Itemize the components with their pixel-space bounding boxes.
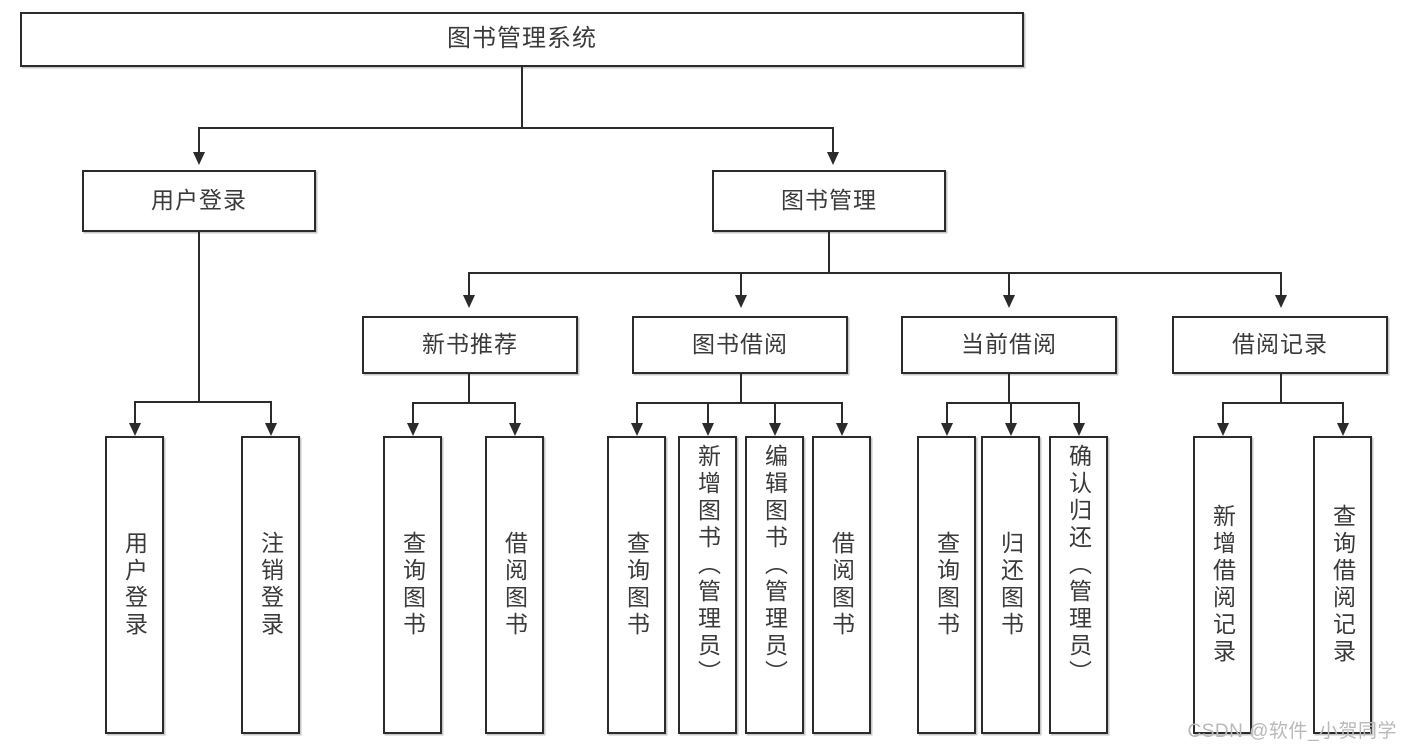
csdn-watermark: CSDN @软件_小贺同学 xyxy=(1187,721,1397,742)
connector-level2-bus xyxy=(198,127,834,129)
arrowhead-bb-leaf-4 xyxy=(836,423,848,436)
connector-drop-br-leaf-2 xyxy=(1342,402,1344,426)
connector-book-borrow-stem xyxy=(740,374,742,402)
connector-user-login-bus xyxy=(134,401,270,403)
arrowhead-book-borrow xyxy=(735,295,747,308)
arrowhead-leaf-logout xyxy=(265,423,277,436)
connector-root-stem xyxy=(521,67,523,127)
node-label: 新增图书（管理员） xyxy=(694,444,721,687)
node-borrow-record[interactable]: 借阅记录 xyxy=(1172,316,1388,374)
arrowhead-cb-leaf-2 xyxy=(1005,423,1017,436)
connector-drop-user-login xyxy=(198,127,200,155)
node-book-borrow[interactable]: 图书借阅 xyxy=(632,316,848,374)
arrowhead-bb-leaf-1 xyxy=(631,423,643,436)
arrowhead-user-login xyxy=(193,152,205,165)
leaf-cb-return-book[interactable]: 归还图书 xyxy=(981,436,1040,734)
node-label: 查询图书 xyxy=(399,531,426,639)
node-label: 图书管理 xyxy=(781,187,877,214)
connector-book-borrow-bus xyxy=(636,402,841,404)
node-label: 当前借阅 xyxy=(961,331,1057,358)
leaf-nb-query-book[interactable]: 查询图书 xyxy=(383,436,442,734)
connector-drop-book-borrow xyxy=(740,272,742,298)
connector-drop-borrow-record xyxy=(1280,272,1282,298)
leaf-nb-borrow-book[interactable]: 借阅图书 xyxy=(485,436,544,734)
node-label: 查询图书 xyxy=(933,531,960,639)
connector-drop-nb-leaf-1 xyxy=(412,402,414,426)
leaf-user-login[interactable]: 用户登录 xyxy=(105,436,164,734)
connector-user-login-stem xyxy=(198,232,200,401)
leaf-cb-query-book[interactable]: 查询图书 xyxy=(917,436,976,734)
leaf-cb-confirm-return-admin[interactable]: 确认归还（管理员） xyxy=(1049,436,1108,734)
connector-drop-bb-leaf-1 xyxy=(636,402,638,426)
connector-drop-bb-leaf-2 xyxy=(707,402,709,426)
leaf-bb-borrow-book[interactable]: 借阅图书 xyxy=(812,436,871,734)
arrowhead-br-leaf-2 xyxy=(1337,423,1349,436)
connector-level3-bus xyxy=(468,272,1280,274)
connector-drop-cb-leaf-1 xyxy=(946,402,948,426)
leaf-br-query-record[interactable]: 查询借阅记录 xyxy=(1313,436,1372,734)
connector-drop-cb-leaf-2 xyxy=(1010,402,1012,426)
connector-drop-nb-leaf-2 xyxy=(514,402,516,426)
node-current-borrow[interactable]: 当前借阅 xyxy=(901,316,1117,374)
arrowhead-bb-leaf-2 xyxy=(702,423,714,436)
leaf-bb-query-book[interactable]: 查询图书 xyxy=(607,436,666,734)
arrowhead-current-borrow xyxy=(1003,295,1015,308)
connector-borrow-record-stem xyxy=(1280,374,1282,402)
arrowhead-leaf-user-login xyxy=(129,423,141,436)
node-label: 借阅记录 xyxy=(1232,331,1328,358)
node-label: 查询借阅记录 xyxy=(1329,504,1356,666)
arrowhead-cb-leaf-3 xyxy=(1073,423,1085,436)
connector-drop-cb-leaf-3 xyxy=(1078,402,1080,426)
node-label: 图书管理系统 xyxy=(447,25,597,53)
node-label: 查询图书 xyxy=(623,531,650,639)
node-label: 用户登录 xyxy=(151,187,247,214)
leaf-bb-edit-book-admin[interactable]: 编辑图书（管理员） xyxy=(745,436,804,734)
node-label: 借阅图书 xyxy=(501,531,528,639)
connector-drop-leaf-user-login xyxy=(134,401,136,427)
arrowhead-bb-leaf-3 xyxy=(769,423,781,436)
arrowhead-br-leaf-1 xyxy=(1217,423,1229,436)
node-user-login[interactable]: 用户登录 xyxy=(82,170,316,232)
node-root-book-management-system[interactable]: 图书管理系统 xyxy=(20,12,1024,67)
leaf-br-add-record[interactable]: 新增借阅记录 xyxy=(1193,436,1252,734)
connector-drop-br-leaf-1 xyxy=(1222,402,1224,426)
connector-drop-new-book xyxy=(468,272,470,298)
node-label: 新增借阅记录 xyxy=(1209,504,1236,666)
node-label: 借阅图书 xyxy=(828,531,855,639)
connector-drop-bb-leaf-4 xyxy=(841,402,843,426)
connector-new-book-bus xyxy=(412,402,514,404)
arrowhead-nb-leaf-1 xyxy=(407,423,419,436)
arrowhead-nb-leaf-2 xyxy=(509,423,521,436)
node-book-management[interactable]: 图书管理 xyxy=(712,170,946,232)
connector-drop-current-borrow xyxy=(1008,272,1010,298)
node-label: 图书借阅 xyxy=(692,331,788,358)
node-label: 归还图书 xyxy=(997,531,1024,639)
node-label: 注销登录 xyxy=(257,531,284,639)
connector-current-borrow-bus xyxy=(946,402,1078,404)
node-new-book-recommend[interactable]: 新书推荐 xyxy=(362,316,578,374)
connector-borrow-record-bus xyxy=(1222,402,1342,404)
connector-new-book-stem xyxy=(468,374,470,402)
connector-current-borrow-stem xyxy=(1008,374,1010,402)
node-label: 确认归还（管理员） xyxy=(1065,444,1092,687)
node-label: 新书推荐 xyxy=(422,331,518,358)
node-label: 编辑图书（管理员） xyxy=(761,444,788,687)
connector-drop-leaf-logout xyxy=(270,401,272,427)
leaf-bb-add-book-admin[interactable]: 新增图书（管理员） xyxy=(678,436,737,734)
connector-drop-bb-leaf-3 xyxy=(774,402,776,426)
leaf-logout[interactable]: 注销登录 xyxy=(241,436,300,734)
arrowhead-new-book xyxy=(463,295,475,308)
connector-book-management-stem xyxy=(828,232,830,272)
node-label: 用户登录 xyxy=(121,531,148,639)
arrowhead-borrow-record xyxy=(1275,295,1287,308)
connector-drop-book-management xyxy=(832,127,834,155)
arrowhead-cb-leaf-1 xyxy=(941,423,953,436)
arrowhead-book-management xyxy=(827,152,839,165)
